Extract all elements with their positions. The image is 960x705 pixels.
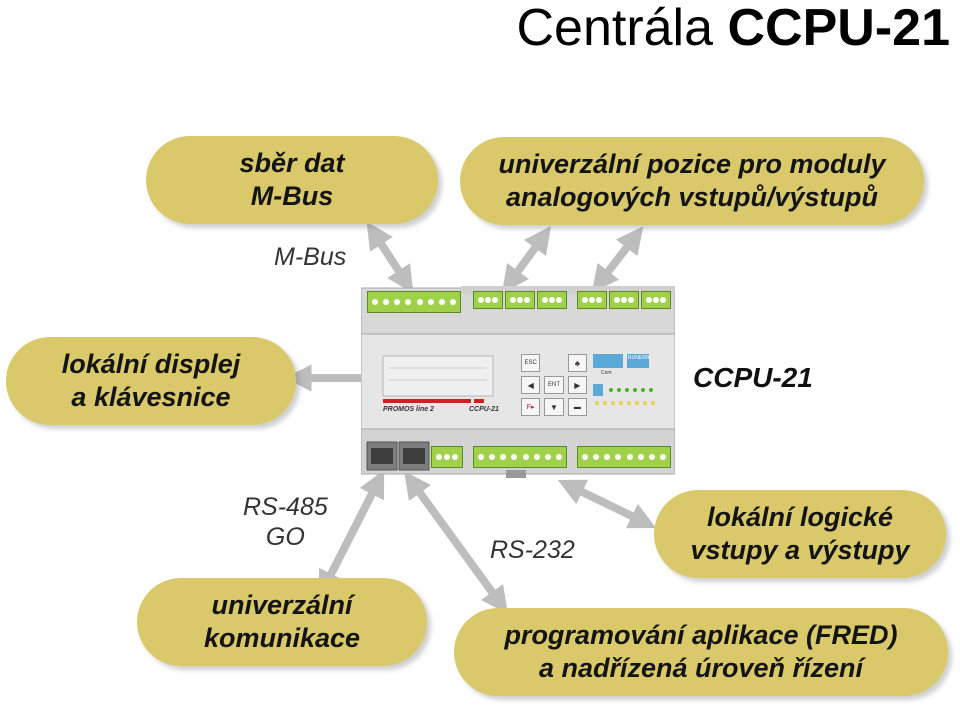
led-label-com: Com <box>601 370 612 376</box>
key-down: ▼ <box>544 398 564 416</box>
arrow-logic <box>557 479 657 529</box>
title-regular: Centrála <box>516 0 714 57</box>
bubble-analog-line1: univerzální pozice pro moduly <box>498 149 886 179</box>
key-minus: ▬ <box>567 398 587 416</box>
terminal-io-1 <box>473 446 567 468</box>
arrow-mbus <box>366 221 414 294</box>
bubble-mbus-line2: M-Bus <box>250 181 334 211</box>
label-rs232: RS-232 <box>490 536 575 564</box>
terminal-analog-6 <box>641 291 671 309</box>
ccpu-21-device: ESC ♣ ◀ ENT ▶ F▸ ▼ ▬ PROMOS line 2 CCPU-… <box>361 286 675 478</box>
terminal-rs232 <box>431 446 463 468</box>
page-title: Centrála CCPU-21 <box>516 2 950 54</box>
bubble-prog-line2: a nadřízená úroveň řízení <box>538 653 864 683</box>
title-bold: CCPU-21 <box>727 0 951 57</box>
bubble-mbus-line1: sběr dat <box>239 148 345 178</box>
label-rs485: RS-485 GO <box>243 492 328 552</box>
bubble-logic-line2: vstupy a výstupy <box>690 535 910 565</box>
device-model: CCPU-21 <box>469 406 499 413</box>
terminal-analog-3 <box>537 291 567 309</box>
label-mbus: M-Bus <box>274 243 347 271</box>
keypad: ESC ♣ ◀ ENT ▶ F▸ ▼ ▬ <box>521 354 587 416</box>
key-f: F▸ <box>521 398 541 416</box>
bubble-prog-line1: programování aplikace (FRED) <box>504 620 898 650</box>
bubble-display-line1: lokální displej <box>61 349 241 379</box>
key-right: ▶ <box>567 376 587 394</box>
label-rs485-line2: GO <box>265 523 305 551</box>
arrow-analog-1 <box>501 226 552 293</box>
device-brand: PROMOS line 2 <box>383 406 434 413</box>
led-label-err: ERR <box>639 355 650 361</box>
terminal-analog-4 <box>577 291 607 309</box>
terminal-analog-5 <box>609 291 639 309</box>
bubble-comm-line2: komunikace <box>203 623 361 653</box>
label-rs485-line1: RS-485 <box>243 493 328 521</box>
key-esc: ESC <box>521 354 541 372</box>
key-club: ♣ <box>567 354 587 372</box>
bubble-display-line2: a klávesnice <box>71 382 231 412</box>
key-ent: ENT <box>544 376 564 394</box>
bubble-analog-line2: analogových vstupů/výstupů <box>505 182 879 212</box>
device-name-label: CCPU-21 <box>693 362 813 393</box>
arrow-prog <box>404 471 508 614</box>
bubble-logic-line1: lokální logické <box>706 502 894 532</box>
bubble-prog: programování aplikace (FRED)a nadřízená … <box>454 608 948 696</box>
terminal-mbus <box>367 291 461 313</box>
arrow-comm <box>318 469 385 599</box>
bubble-comm-line1: univerzální <box>211 590 353 620</box>
arrow-analog-2 <box>591 226 644 293</box>
terminal-io-2 <box>577 446 671 468</box>
terminal-analog-2 <box>505 291 535 309</box>
key-left: ◀ <box>521 376 541 394</box>
led-label-run: RUN <box>628 355 639 361</box>
terminal-analog-1 <box>473 291 503 309</box>
